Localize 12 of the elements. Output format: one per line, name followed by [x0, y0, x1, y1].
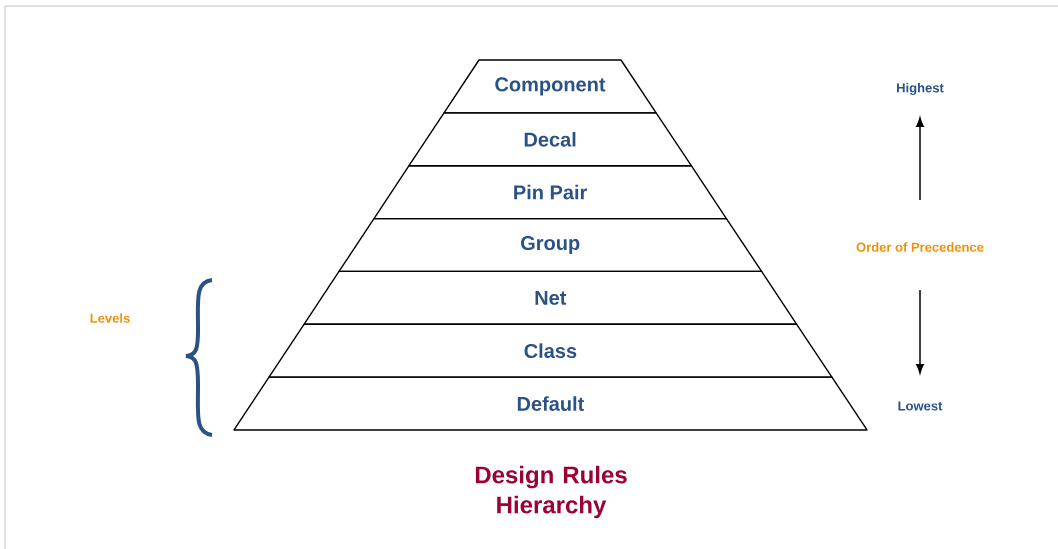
text-label: Lowest: [898, 401, 943, 411]
pyramid-level: Decal: [408, 112, 692, 167]
pyramid-level: Default: [233, 376, 868, 431]
pyramid-level: Group: [338, 217, 763, 273]
text-label: Order of Precedence: [856, 242, 984, 252]
pyramid-level: Class: [268, 323, 833, 378]
pyramid-level: Pin Pair: [373, 165, 728, 220]
pyramid-level: Component: [443, 59, 657, 114]
text-label: Highest: [897, 82, 944, 96]
title: Design Rules Hierarchy: [475, 465, 627, 519]
text-label: Levels: [90, 313, 130, 323]
pyramid-level: Net: [303, 270, 798, 325]
